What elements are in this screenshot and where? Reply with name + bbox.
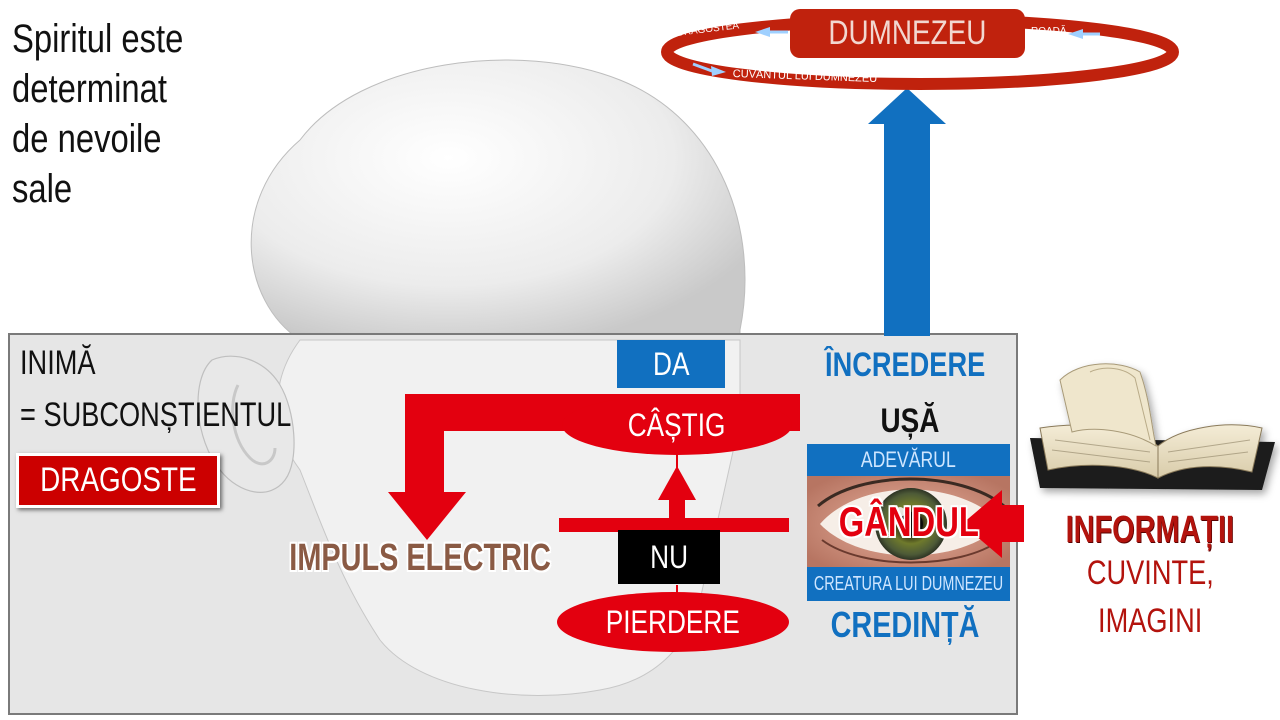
info-line1-box: CUVINTE, [1030,552,1270,594]
bible-book-image [1030,363,1275,490]
god-label: DUMNEZEU [828,14,987,52]
love-tag-label: DRAGOSTE [39,461,197,499]
ring-label-fruit: ROADĂ [1031,26,1067,37]
no-box-text: NU [618,530,720,584]
loss-oval [557,592,789,652]
love-tag: DRAGOSTE [16,453,220,508]
info-words: CUVINTE, [1086,553,1214,592]
info-heading-box: INFORMAȚII [1030,505,1270,555]
subconscious-label: = SUBCONȘTIENTUL [20,396,292,434]
truth-band-text: ADEVĂRUL [807,444,1010,476]
thought-label: GÂNDUL [838,498,979,545]
info-images: IMAGINI [1097,601,1203,640]
god-box: DUMNEZEU [790,9,1025,58]
thought-bar [559,518,789,532]
ring-arrow-left [755,27,770,37]
faith-label: CREDINȚĂ [830,604,980,645]
title-line: sale [12,167,73,211]
creature-band [807,567,1010,601]
loss-to-gain-arrow [658,452,696,600]
god-ring [661,9,1179,90]
impulse-box: IMPULS ELECTRIC [270,532,570,584]
gain-oval [562,395,792,455]
title-line: de nevoile [12,117,162,161]
faith-box: CREDINȚĂ [800,600,1010,650]
page-title: Spiritul este determinat de nevoile sale [12,14,221,214]
heart-label: INIMĂ [20,344,96,382]
yes-label: DA [652,345,690,382]
truth-label: ADEVĂRUL [861,447,956,472]
truth-band [807,444,1010,476]
creature-band-text: CREATURA LUI DUMNEZEU [807,567,1010,601]
thought-text-box: GÂNDUL [807,494,1010,550]
title-line: Spiritul este [12,17,184,61]
loss-label: PIERDERE [605,603,741,640]
title-line: determinat [12,67,167,111]
info-line2-box: IMAGINI [1030,600,1270,642]
door-label: UȘĂ [880,401,940,440]
info-arrow [962,490,1024,558]
info-heading: INFORMAȚII [1065,508,1235,551]
head-silhouette [250,59,746,341]
yes-box-text: DA [617,340,725,388]
creature-label: CREATURA LUI DUMNEZEU [813,572,1004,595]
loss-oval-text: PIERDERE [557,592,789,652]
no-label: NU [650,538,688,575]
impulse-label: IMPULS ELECTRIC [289,536,551,579]
gain-label: CÂȘTIG [628,406,726,443]
ring-arrow-bottom [711,66,726,76]
trust-label: ÎNCREDERE [824,345,986,384]
gain-oval-text: CÂȘTIG [562,395,792,455]
trust-box: ÎNCREDERE [800,342,1010,388]
ring-arrow-right [1068,29,1083,39]
yes-box [617,340,725,388]
door-box: UȘĂ [850,398,970,444]
trust-up-arrow [868,88,946,336]
no-box [618,530,720,584]
